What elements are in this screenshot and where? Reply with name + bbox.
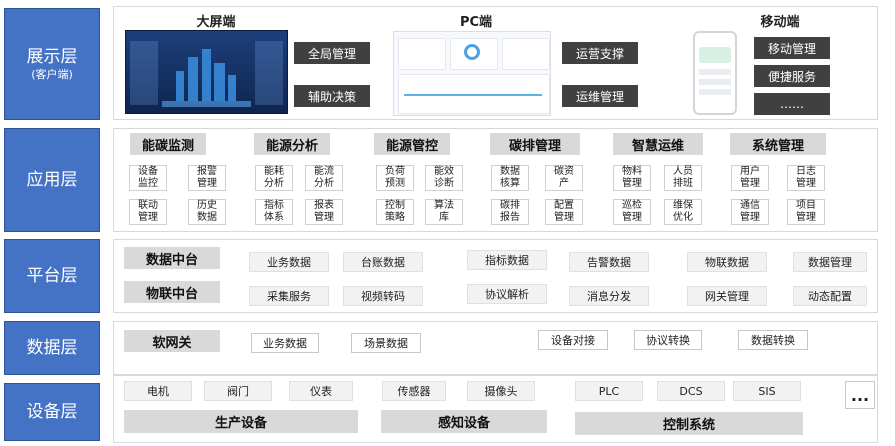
data-center-title: 数据中台 [124, 247, 220, 269]
app-item: 控制 策略 [376, 199, 414, 225]
device-item: DCS [657, 381, 725, 401]
mobile-management-button: 移动管理 [754, 37, 830, 59]
platform-item: 物联数据 [687, 252, 767, 272]
more-button: …… [754, 93, 830, 115]
app-item: 能流 分析 [305, 165, 343, 191]
data-item: 数据转换 [738, 330, 808, 350]
data-item: 设备对接 [538, 330, 608, 350]
layer-title: 设备层 [26, 401, 78, 422]
platform-item: 消息分发 [569, 286, 649, 306]
device-item: 电机 [124, 381, 192, 401]
device-item: PLC [575, 381, 643, 401]
app-item: 碳资 产 [545, 165, 583, 191]
device-item: 仪表 [289, 381, 353, 401]
app-item: 设备 监控 [129, 165, 167, 191]
decision-support-button: 辅助决策 [294, 85, 370, 107]
app-group-title: 能源分析 [254, 133, 330, 155]
platform-item: 业务数据 [249, 252, 329, 272]
pc-screenshot-image [393, 31, 551, 116]
data-item: 业务数据 [251, 333, 319, 353]
big-screen-title: 大屏端 [196, 15, 236, 30]
layer-label-data: 数据层 [4, 321, 100, 375]
app-group-title: 系统管理 [730, 133, 826, 155]
app-item: 报警 管理 [188, 165, 226, 191]
platform-item: 网关管理 [687, 286, 767, 306]
app-item: 能耗 分析 [255, 165, 293, 191]
app-item: 报表 管理 [305, 199, 343, 225]
device-item: 传感器 [382, 381, 446, 401]
layer-title: 数据层 [26, 337, 78, 358]
layer-label-display: 展示层 (客户端) [4, 8, 100, 120]
app-item: 负荷 预测 [376, 165, 414, 191]
app-item: 用户 管理 [731, 165, 769, 191]
app-item: 物料 管理 [613, 165, 651, 191]
device-item: 阀门 [204, 381, 272, 401]
data-item: 协议转换 [634, 330, 702, 350]
mobile-screenshot-image [693, 31, 737, 115]
app-item: 能效 诊断 [425, 165, 463, 191]
app-item: 碳排 报告 [491, 199, 529, 225]
data-item: 场景数据 [351, 333, 421, 353]
app-item: 通信 管理 [731, 199, 769, 225]
layer-label-application: 应用层 [4, 128, 100, 232]
app-group-title: 能源管控 [374, 133, 450, 155]
more-devices-indicator: ... [845, 381, 875, 409]
layer-title: 平台层 [26, 265, 78, 286]
big-screen-image [125, 30, 288, 114]
operation-support-button: 运营支撑 [562, 42, 638, 64]
app-item: 联动 管理 [129, 199, 167, 225]
production-equipment-title: 生产设备 [124, 410, 358, 433]
layer-title: 应用层 [26, 169, 78, 190]
platform-item: 采集服务 [249, 286, 329, 306]
app-item: 数据 核算 [491, 165, 529, 191]
mobile-title: 移动端 [760, 15, 800, 30]
app-group-title: 智慧运维 [613, 133, 703, 155]
app-item: 巡检 管理 [613, 199, 651, 225]
soft-gateway-title: 软网关 [124, 330, 220, 352]
layer-subtitle: (客户端) [31, 67, 73, 81]
convenient-service-button: 便捷服务 [754, 65, 830, 87]
platform-item: 数据管理 [793, 252, 867, 272]
platform-item: 动态配置 [793, 286, 867, 306]
layer-label-platform: 平台层 [4, 239, 100, 313]
pc-title: PC端 [459, 15, 493, 30]
control-system-title: 控制系统 [575, 412, 803, 435]
app-item: 维保 优化 [664, 199, 702, 225]
platform-item: 告警数据 [569, 252, 649, 272]
device-item: 摄像头 [467, 381, 535, 401]
global-management-button: 全局管理 [294, 42, 370, 64]
app-item: 日志 管理 [787, 165, 825, 191]
platform-item: 协议解析 [467, 284, 547, 304]
app-item: 项目 管理 [787, 199, 825, 225]
iot-center-title: 物联中台 [124, 281, 220, 303]
app-item: 配置 管理 [545, 199, 583, 225]
platform-item: 视频转码 [343, 286, 423, 306]
sensing-equipment-title: 感知设备 [381, 410, 547, 433]
app-item: 算法 库 [425, 199, 463, 225]
layer-title: 展示层 [26, 47, 78, 68]
app-item: 历史 数据 [188, 199, 226, 225]
platform-item: 台账数据 [343, 252, 423, 272]
device-item: SIS [733, 381, 801, 401]
app-group-title: 碳排管理 [490, 133, 580, 155]
app-group-title: 能碳监测 [130, 133, 206, 155]
maintenance-management-button: 运维管理 [562, 85, 638, 107]
app-item: 指标 体系 [255, 199, 293, 225]
app-item: 人员 排班 [664, 165, 702, 191]
layer-label-device: 设备层 [4, 383, 100, 441]
platform-item: 指标数据 [467, 250, 547, 270]
